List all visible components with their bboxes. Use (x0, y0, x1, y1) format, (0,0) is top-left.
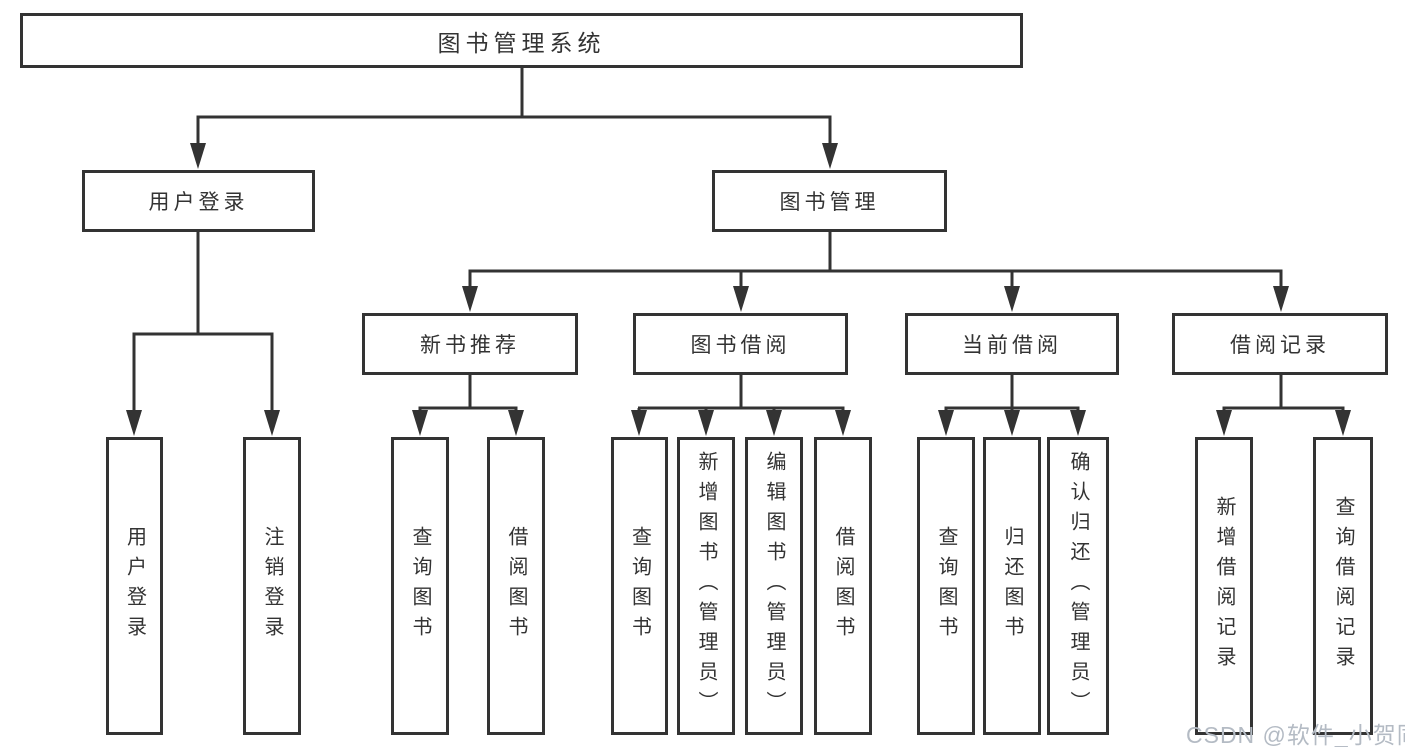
node-book-management-module-label: 图书管理 (779, 191, 880, 214)
leaf-confirm-return-admin-label: 确认归还（管理员） (1067, 451, 1089, 721)
leaf-user-login: 用户登录 (106, 437, 163, 735)
leaf-edit-books-admin-label: 编辑图书（管理员） (763, 451, 785, 721)
node-new-book-recommend-label: 新书推荐 (420, 334, 520, 357)
node-root-system: 图书管理系统 (20, 13, 1023, 68)
leaf-query-books-1: 查询图书 (391, 437, 449, 735)
leaf-query-books-3-label: 查询图书 (935, 526, 957, 646)
leaf-borrow-books-1-label: 借阅图书 (505, 526, 527, 646)
leaf-logout: 注销登录 (243, 437, 301, 735)
node-book-borrow: 图书借阅 (633, 313, 848, 375)
watermark: CSDN @软件_小贺同学 (1186, 722, 1405, 747)
leaf-query-books-2: 查询图书 (611, 437, 668, 735)
leaf-add-books-admin: 新增图书（管理员） (677, 437, 735, 735)
node-user-login-module: 用户登录 (82, 170, 315, 232)
node-new-book-recommend: 新书推荐 (362, 313, 578, 375)
node-book-borrow-label: 图书借阅 (690, 334, 791, 357)
leaf-add-borrow-record: 新增借阅记录 (1195, 437, 1253, 735)
leaf-return-books-label: 归还图书 (1001, 526, 1023, 646)
node-current-borrow: 当前借阅 (905, 313, 1119, 375)
leaf-borrow-books-1: 借阅图书 (487, 437, 545, 735)
node-borrow-records-label: 借阅记录 (1230, 334, 1330, 357)
leaf-logout-label: 注销登录 (261, 526, 283, 646)
node-current-borrow-label: 当前借阅 (962, 334, 1062, 357)
leaf-query-books-1-label: 查询图书 (409, 526, 431, 646)
leaf-return-books: 归还图书 (983, 437, 1041, 735)
leaf-borrow-books-2-label: 借阅图书 (832, 526, 854, 646)
leaf-confirm-return-admin: 确认归还（管理员） (1047, 437, 1109, 735)
leaf-borrow-books-2: 借阅图书 (814, 437, 872, 735)
leaf-query-books-2-label: 查询图书 (628, 526, 651, 646)
leaf-query-borrow-record-label: 查询借阅记录 (1332, 496, 1354, 676)
node-root-system-label: 图书管理系统 (437, 29, 606, 56)
leaf-add-borrow-record-label: 新增借阅记录 (1213, 496, 1235, 676)
leaf-edit-books-admin: 编辑图书（管理员） (745, 437, 803, 735)
node-book-management-module: 图书管理 (712, 170, 947, 232)
leaf-query-books-3: 查询图书 (917, 437, 975, 735)
node-borrow-records: 借阅记录 (1172, 313, 1388, 375)
leaf-add-books-admin-label: 新增图书（管理员） (695, 451, 717, 721)
node-user-login-module-label: 用户登录 (148, 191, 249, 214)
leaf-user-login-label: 用户登录 (123, 526, 146, 646)
leaf-query-borrow-record: 查询借阅记录 (1313, 437, 1373, 735)
